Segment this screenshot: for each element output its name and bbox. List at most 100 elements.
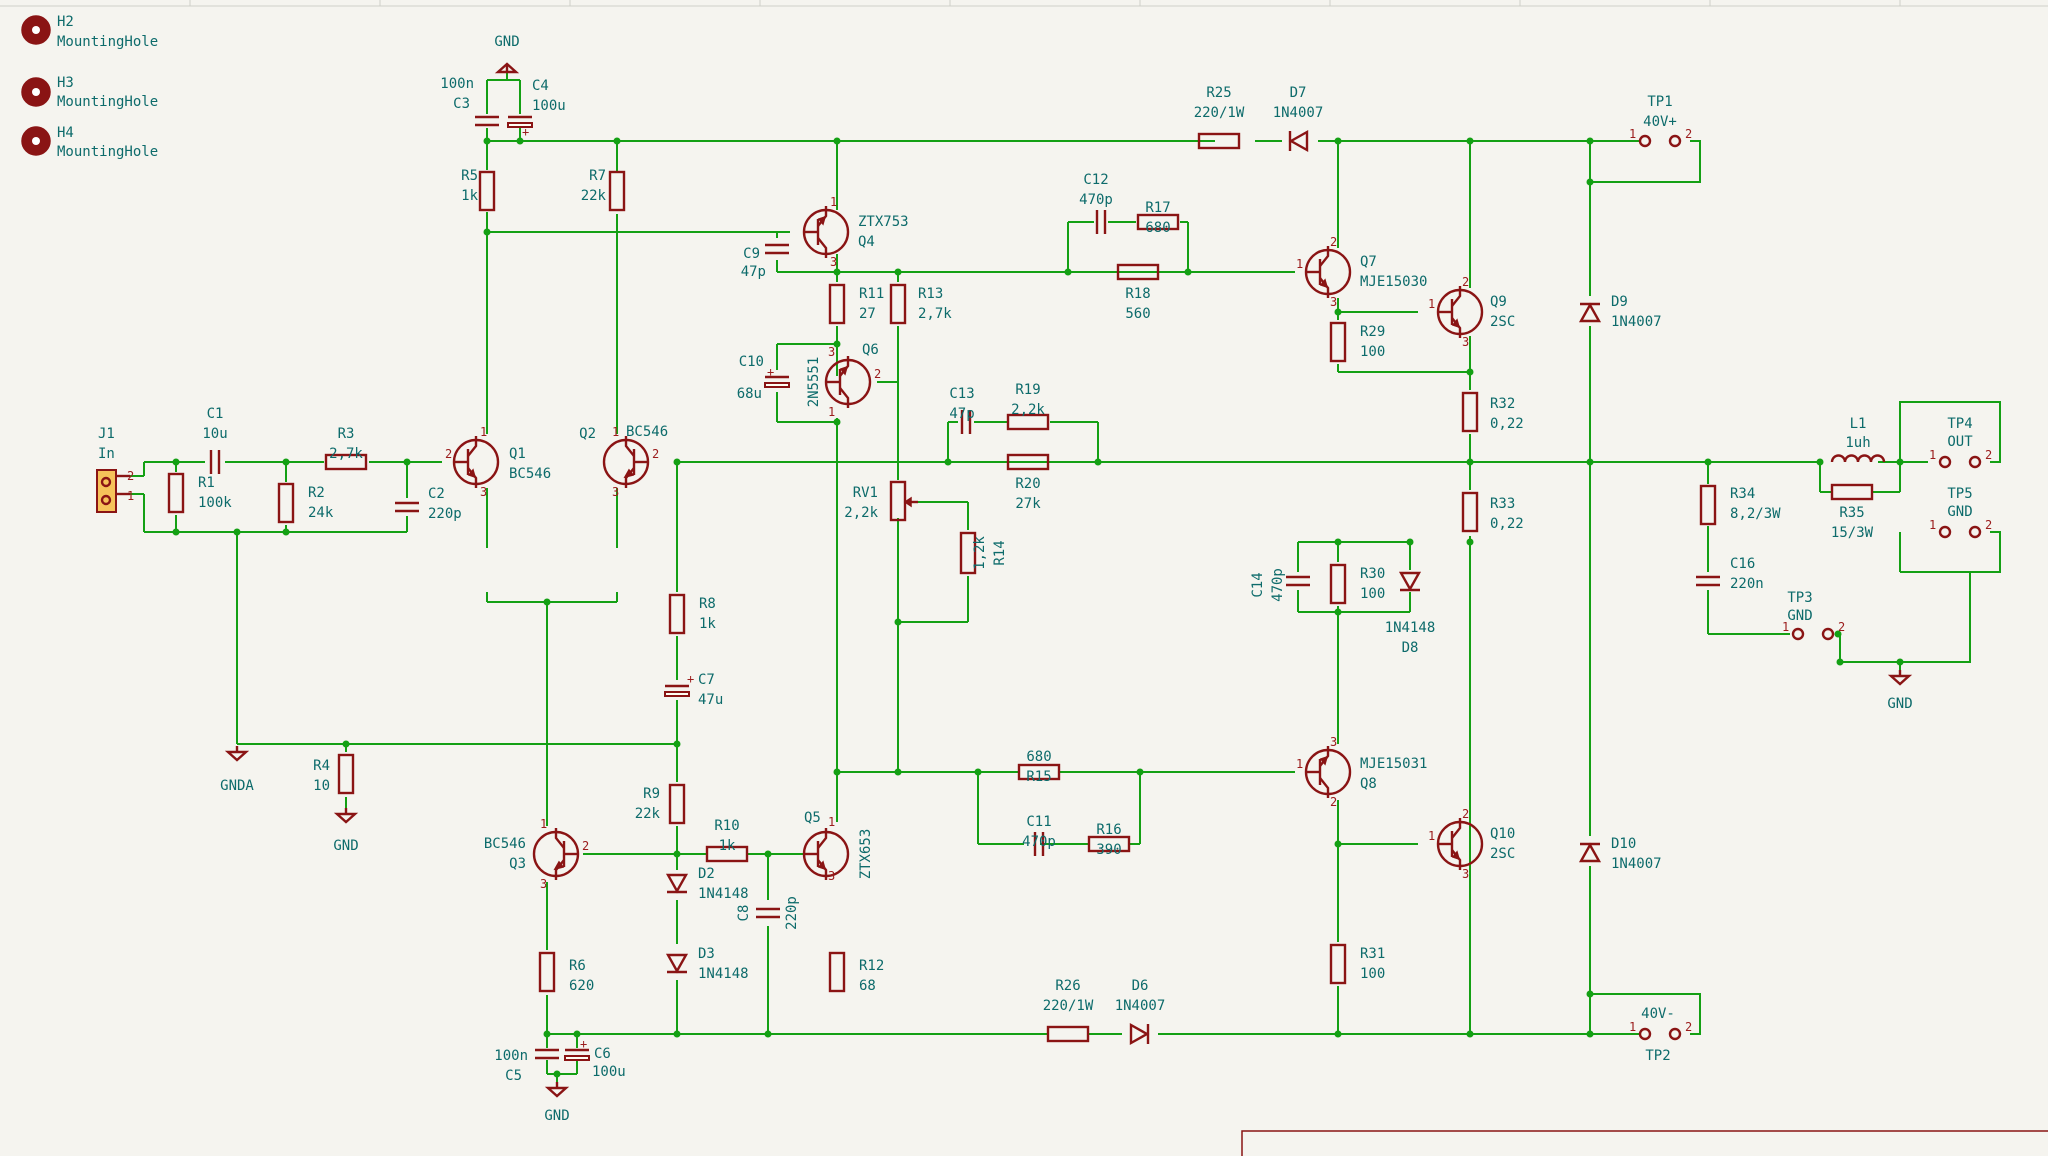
resistor-r19[interactable] <box>1006 413 1050 431</box>
testpoint-tp5[interactable] <box>1938 525 1982 539</box>
pin-label: 2 <box>1462 275 1469 289</box>
resistor-r4[interactable] <box>337 753 355 795</box>
resistor-r26[interactable] <box>1046 1025 1090 1043</box>
testpoint-tp3[interactable] <box>1791 627 1835 641</box>
pin-label: 2 <box>582 839 589 853</box>
resistor-r11[interactable] <box>828 283 846 325</box>
transistor-q5[interactable] <box>802 828 850 880</box>
diode-d9[interactable] <box>1578 302 1602 323</box>
diode-d3[interactable] <box>665 953 689 974</box>
value-label: 47p <box>949 406 974 422</box>
transistor-q10[interactable] <box>1436 818 1484 870</box>
resistor-r34[interactable] <box>1699 484 1717 526</box>
resistor-r35[interactable] <box>1830 483 1874 501</box>
ref-label: D7 <box>1290 85 1307 101</box>
resistor-r3[interactable] <box>324 453 368 471</box>
capacitor-c16[interactable] <box>1696 575 1720 587</box>
capacitor-c1[interactable] <box>209 450 221 474</box>
gnd-symbol[interactable] <box>1887 670 1913 686</box>
connector-j1[interactable]: J1 In 2 1 <box>96 426 134 513</box>
pin-label: 2 <box>445 447 452 461</box>
capacitor-c13[interactable] <box>960 410 972 434</box>
svg-text:+: + <box>580 1037 587 1051</box>
resistor-r20[interactable] <box>1006 453 1050 471</box>
resistor-r29[interactable] <box>1329 321 1347 363</box>
testpoint-tp4[interactable] <box>1938 455 1982 469</box>
resistor-r18[interactable] <box>1116 263 1160 281</box>
capacitor-c3[interactable] <box>475 115 499 127</box>
value-label: GND <box>1787 608 1812 624</box>
capacitor-c2[interactable] <box>395 501 419 513</box>
capacitor-c14[interactable] <box>1286 575 1310 587</box>
value-label: 15/3W <box>1831 525 1874 541</box>
value-label: MountingHole <box>57 144 158 160</box>
ref-label: C3 <box>453 96 470 112</box>
capacitor-c5[interactable] <box>535 1048 559 1060</box>
resistor-r6[interactable] <box>538 951 556 993</box>
inductor-l1[interactable] <box>1830 454 1886 463</box>
resistor-r12[interactable] <box>828 951 846 993</box>
gnda-symbol[interactable] <box>224 746 250 762</box>
ref-label: R25 <box>1206 85 1231 101</box>
ref-label: C6 <box>594 1046 611 1062</box>
transistor-q9[interactable] <box>1436 286 1484 338</box>
resistor-r2[interactable] <box>277 482 295 524</box>
mounting-hole-h2[interactable]: H2 MountingHole <box>21 14 158 50</box>
diode-d2[interactable] <box>665 873 689 894</box>
value-label: 100u <box>532 98 566 114</box>
mounting-hole-h3[interactable]: H3 MountingHole <box>21 75 158 110</box>
ref-label: TP1 <box>1647 94 1672 110</box>
pin-label: 1 <box>1296 757 1303 771</box>
capacitor-c12[interactable] <box>1095 210 1107 234</box>
resistor-r8[interactable] <box>668 593 686 635</box>
diode-d8[interactable] <box>1398 571 1422 592</box>
capacitor-c4[interactable]: + <box>507 115 533 139</box>
ref-label: R15 <box>1026 769 1051 785</box>
transistor-q4[interactable] <box>802 206 850 258</box>
capacitor-c7[interactable]: + <box>664 672 694 697</box>
capacitor-c11[interactable] <box>1033 832 1045 856</box>
pin-label: 1 <box>830 195 837 209</box>
value-label: 47u <box>698 692 723 708</box>
potentiometer-rv1[interactable] <box>889 480 918 522</box>
resistor-r1[interactable] <box>167 472 185 514</box>
resistor-r30[interactable] <box>1329 563 1347 605</box>
resistor-r7[interactable] <box>608 170 626 212</box>
diode-d7[interactable] <box>1288 129 1309 153</box>
value-label: ZTX653 <box>858 829 874 880</box>
mounting-hole-h4[interactable]: H4 MountingHole <box>21 125 158 160</box>
resistor-r10[interactable] <box>705 845 749 863</box>
resistor-r17[interactable] <box>1136 213 1180 231</box>
value-label: ZTX753 <box>858 214 909 230</box>
transistor-q3[interactable] <box>532 828 580 880</box>
transistor-q7[interactable] <box>1304 246 1352 298</box>
resistor-r15[interactable] <box>1017 763 1061 781</box>
gnd-symbol[interactable] <box>494 62 520 74</box>
capacitor-c10[interactable]: + <box>764 365 790 388</box>
resistor-r32[interactable] <box>1461 391 1479 433</box>
resistor-r25[interactable] <box>1197 132 1241 150</box>
transistor-q1[interactable] <box>452 436 500 488</box>
transistor-q6[interactable] <box>824 356 872 408</box>
diode-d10[interactable] <box>1578 842 1602 863</box>
testpoint-tp2[interactable] <box>1638 1027 1682 1041</box>
resistor-r33[interactable] <box>1461 491 1479 533</box>
testpoint-tp1[interactable] <box>1638 134 1682 148</box>
capacitor-c6[interactable]: + <box>564 1037 590 1061</box>
resistor-r31[interactable] <box>1329 943 1347 985</box>
transistor-q2[interactable] <box>602 436 650 488</box>
resistor-r5[interactable] <box>478 170 496 212</box>
diode-d6[interactable] <box>1129 1022 1150 1046</box>
resistor-r9[interactable] <box>668 783 686 825</box>
value-label: 2N5551 <box>806 357 822 408</box>
gnd-symbol[interactable] <box>544 1082 570 1098</box>
value-label: 1N4148 <box>698 966 749 982</box>
resistor-r13[interactable] <box>889 283 907 325</box>
capacitor-c9[interactable] <box>765 243 789 255</box>
gnd-symbol[interactable] <box>333 808 359 824</box>
resistor-r14[interactable] <box>959 531 977 575</box>
resistor-r16[interactable] <box>1087 835 1131 853</box>
transistor-q8[interactable] <box>1304 746 1352 798</box>
title-block-frame <box>1241 1130 2048 1156</box>
capacitor-c8[interactable] <box>756 907 780 919</box>
